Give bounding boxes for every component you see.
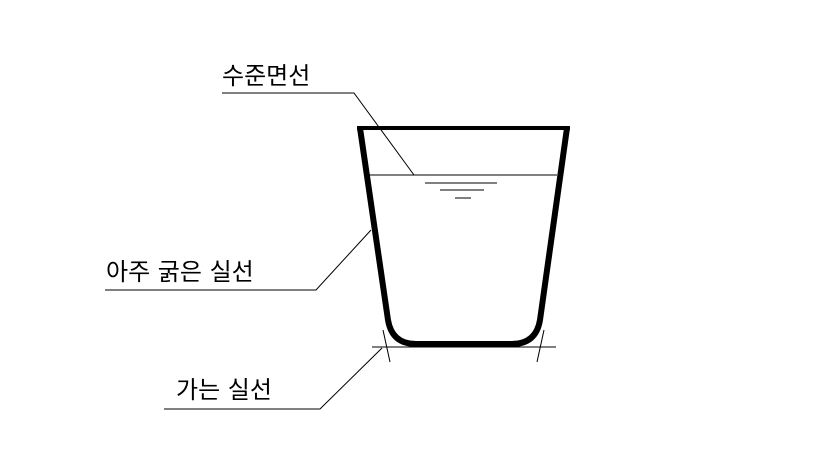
leader-water-surface (222, 92, 415, 176)
leader-thin-line (164, 347, 383, 410)
thin-tick-left (382, 329, 391, 363)
label-thin-solid-line: 가는 실선 (176, 376, 272, 404)
label-water-surface-line: 수준면선 (222, 62, 310, 90)
thin-tick-right (536, 329, 545, 363)
leader-extra-thick-line (105, 229, 372, 291)
container-thick-outline (357, 127, 570, 347)
water-level-symbol (425, 182, 497, 199)
label-extra-thick-solid-line: 아주 굵은 실선 (106, 258, 254, 286)
